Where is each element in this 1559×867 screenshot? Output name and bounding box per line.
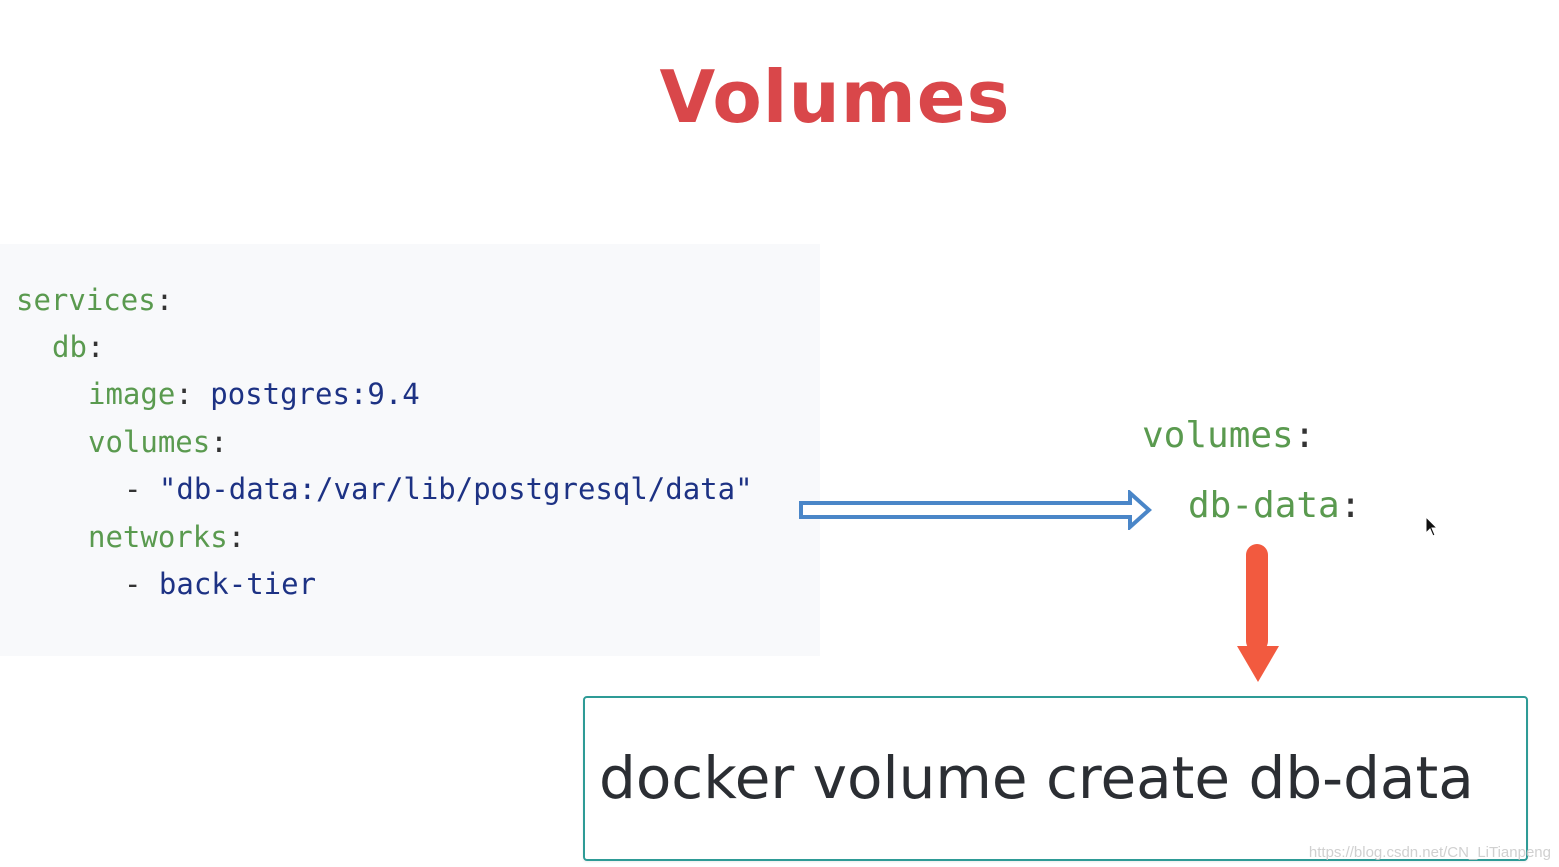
code-line-volumes: volumes: — [88, 425, 228, 459]
watermark: https://blog.csdn.net/CN_LiTianpeng — [1308, 844, 1551, 861]
docker-command-text: docker volume create db-data — [599, 744, 1474, 812]
code-line-networks: networks: — [88, 520, 246, 554]
code-line-services: services: — [16, 283, 174, 317]
code-line-back-tier: - back-tier — [124, 567, 317, 601]
mouse-pointer-icon — [1425, 516, 1439, 537]
db-data-declaration: db-data: — [1188, 485, 1362, 526]
down-arrow-icon — [1237, 544, 1279, 682]
code-line-image: image: postgres:9.4 — [88, 377, 420, 411]
right-arrow-icon — [799, 490, 1152, 530]
code-line-db: db: — [52, 330, 105, 364]
compose-code-panel: services: db: image: postgres:9.4 volume… — [0, 244, 820, 656]
page-title: Volumes — [659, 55, 1011, 139]
docker-command-box: docker volume create db-data — [583, 696, 1528, 861]
volumes-declaration: volumes: — [1142, 415, 1316, 456]
code-line-volume-mapping: - "db-data:/var/lib/postgresql/data" — [124, 472, 753, 506]
